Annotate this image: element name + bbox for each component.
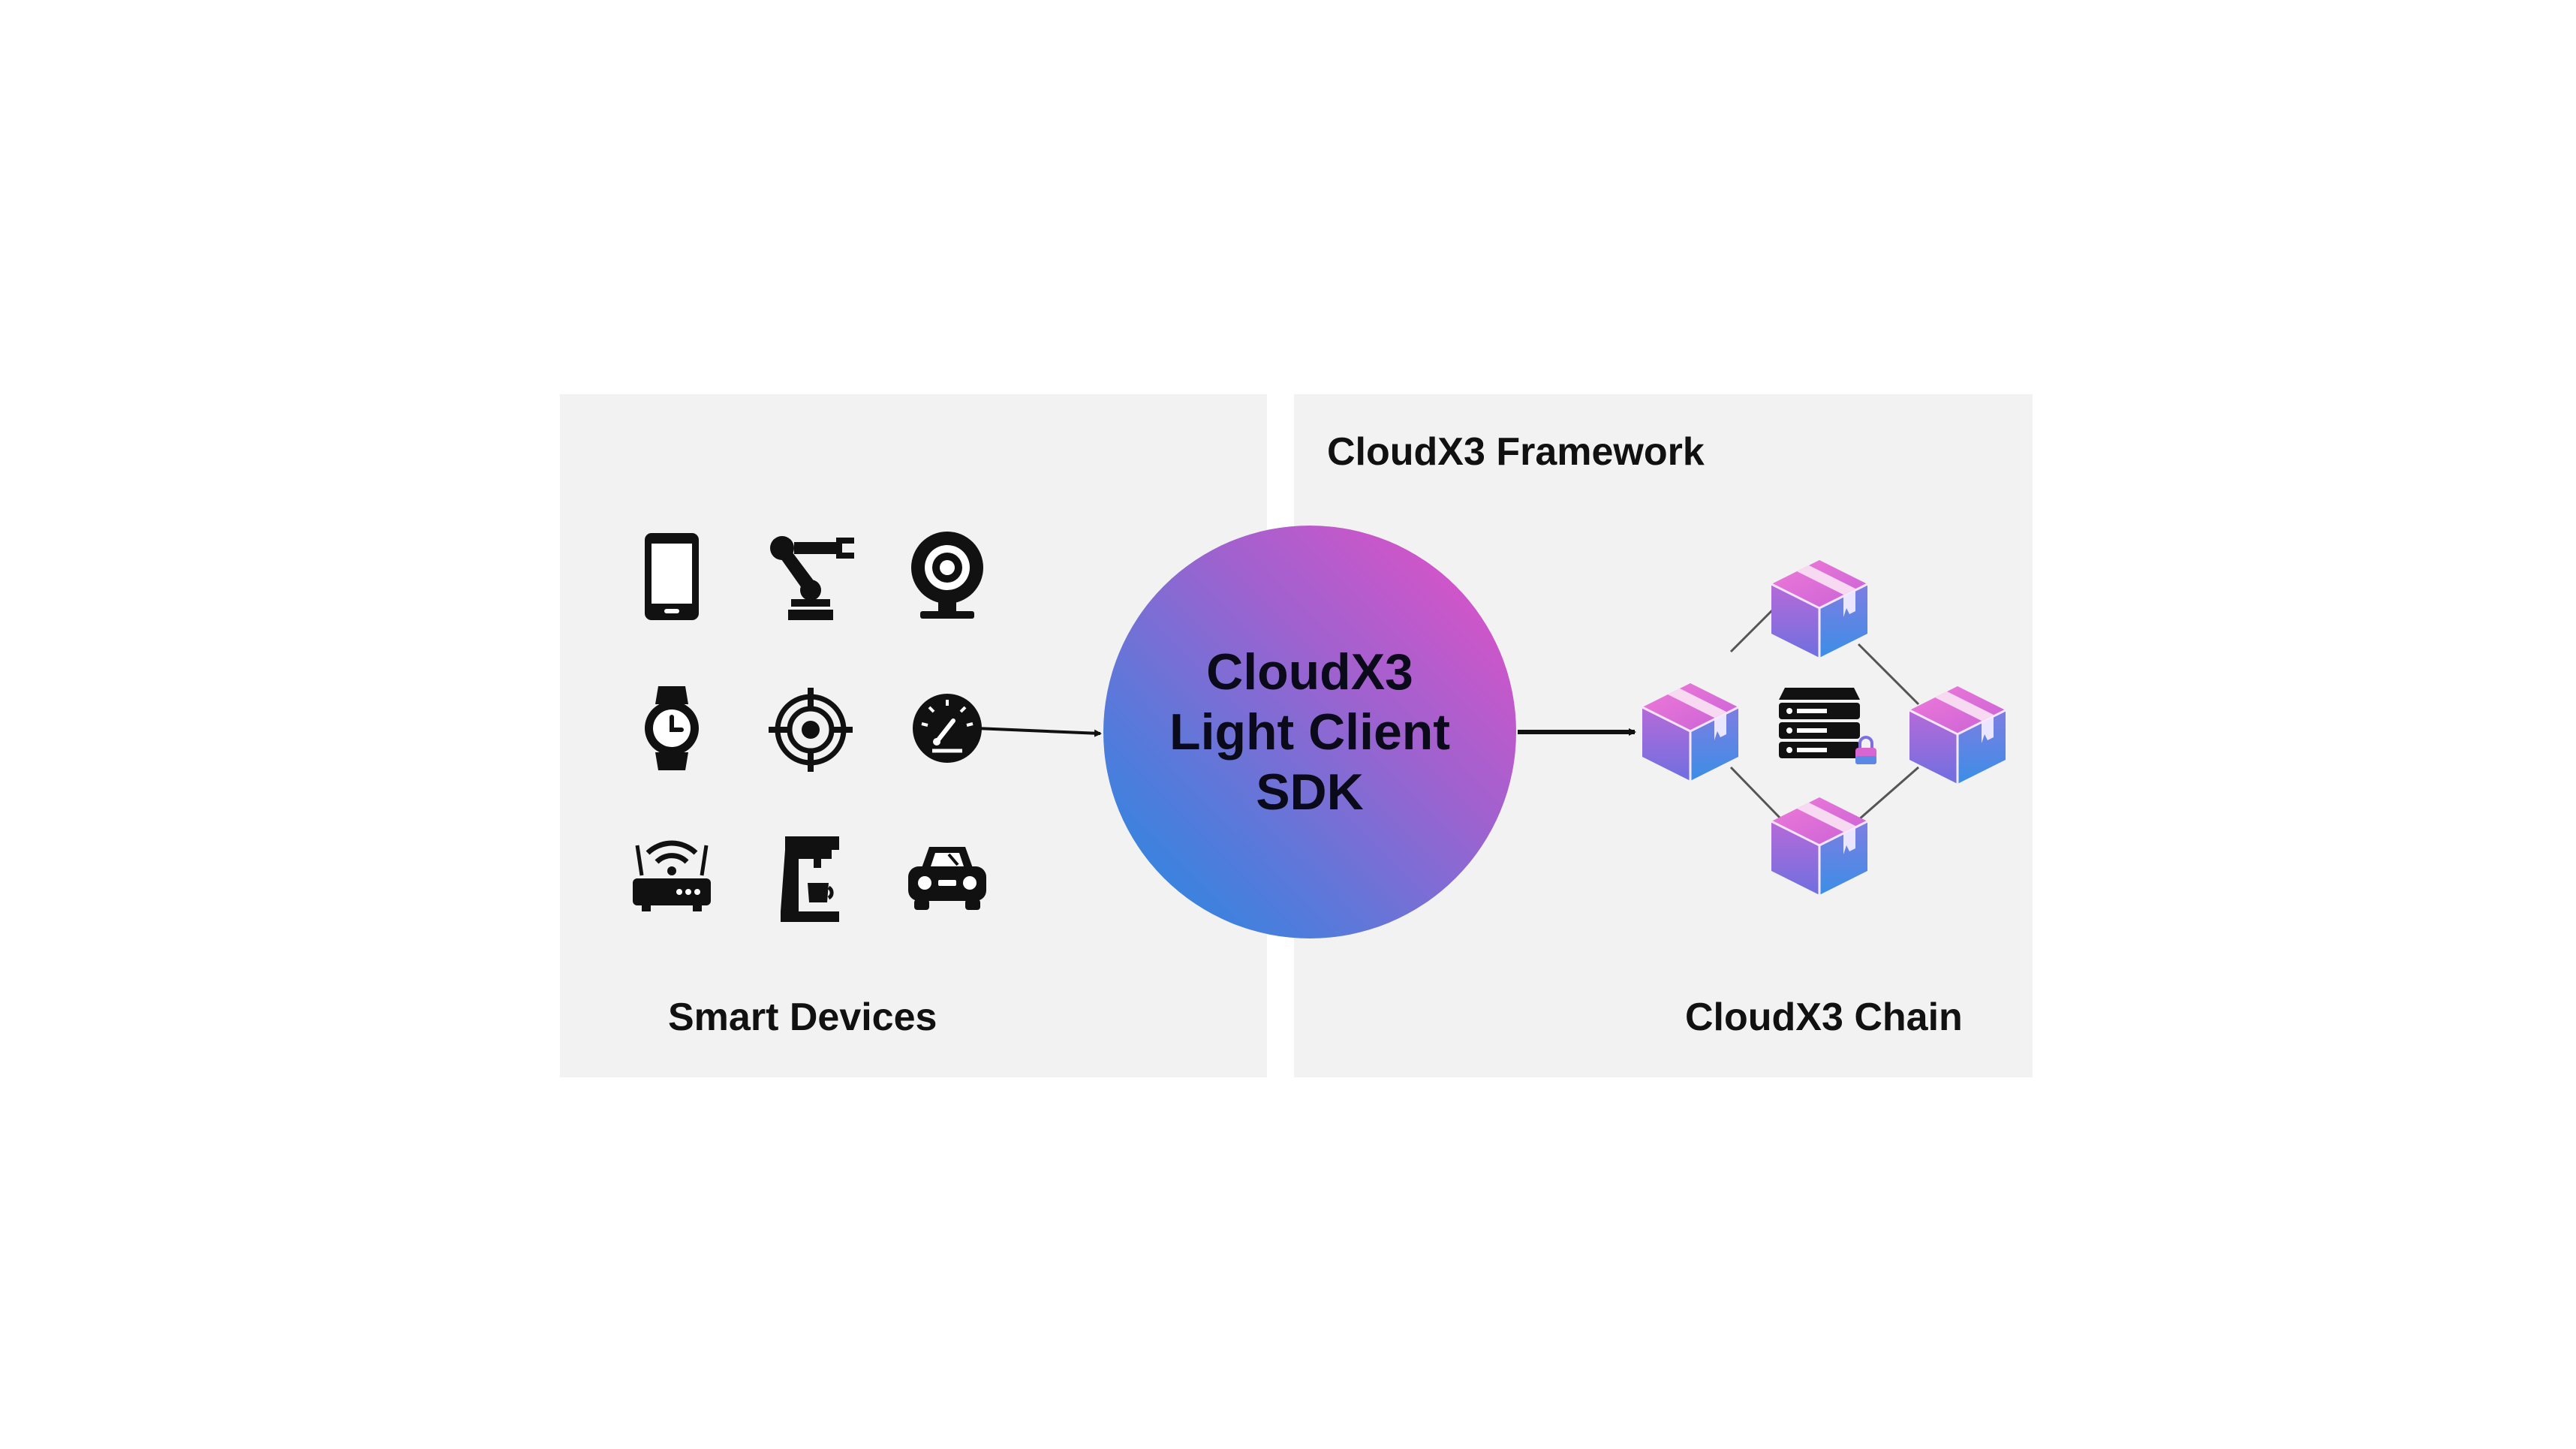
block-cube-icon <box>1770 796 1869 896</box>
smartphone-icon <box>645 533 699 620</box>
chain-label: CloudX3 Chain <box>1685 996 1963 1039</box>
robot-arm-icon <box>770 536 854 620</box>
smart-devices-label: Smart Devices <box>668 996 937 1039</box>
sdk-label: CloudX3 Light Client SDK <box>1169 643 1450 821</box>
block-cube-icon <box>1641 682 1740 782</box>
devices-to-sdk-arrow <box>975 727 1102 737</box>
sdk-circle: CloudX3 Light Client SDK <box>1103 526 1516 938</box>
coffee-machine-icon <box>781 836 839 922</box>
chain-connectors <box>1729 602 1920 821</box>
gauge-icon <box>913 694 982 763</box>
car-icon <box>908 847 986 910</box>
server-lock-icon <box>1779 688 1876 764</box>
wifi-router-icon <box>633 840 711 911</box>
target-icon <box>769 688 853 772</box>
block-cube-icon <box>1908 685 2007 785</box>
smartwatch-icon <box>645 686 699 770</box>
block-cube-icon <box>1770 559 1869 659</box>
webcam-icon <box>911 532 983 619</box>
framework-title: CloudX3 Framework <box>1327 430 1705 474</box>
